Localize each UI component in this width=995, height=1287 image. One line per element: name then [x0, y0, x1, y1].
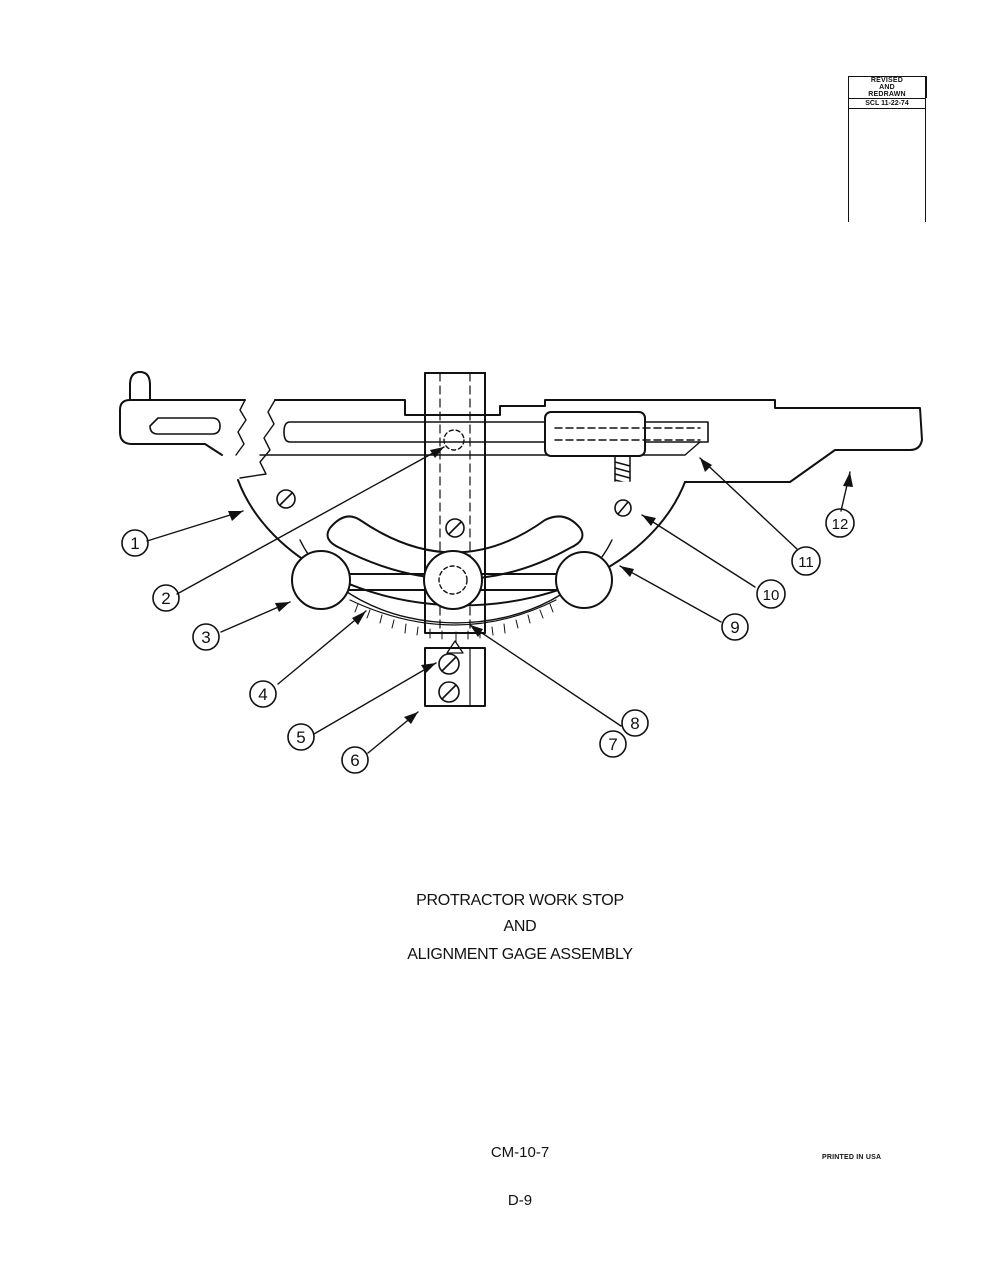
svg-text:4: 4: [258, 685, 267, 704]
callout-8: 8: [621, 709, 649, 737]
screws: [276, 489, 632, 703]
revision-block: REVISED AND REDRAWN SCL 11-22-74: [847, 76, 927, 222]
svg-text:8: 8: [630, 714, 639, 733]
figure-title-line-1: PROTRACTOR WORK STOP: [416, 892, 624, 909]
figure-title-line-2: AND: [503, 918, 537, 935]
callout-7: 7: [599, 730, 627, 758]
svg-text:11: 11: [798, 554, 814, 571]
callout-10: 10: [756, 579, 786, 609]
callout-4: 4: [249, 680, 277, 708]
svg-text:2: 2: [161, 589, 170, 608]
break-line-left: [235, 399, 247, 456]
callout-1: 1: [121, 529, 149, 557]
revision-line-2: AND: [879, 84, 895, 91]
center-hub: [423, 550, 483, 610]
break-line-right: [239, 399, 276, 479]
revision-header: REVISED AND REDRAWN: [847, 76, 927, 98]
fence-slot: [283, 421, 709, 443]
callout-2: 2: [152, 584, 180, 612]
clamp-block: [544, 411, 646, 457]
callout-12: 12: [825, 508, 855, 538]
svg-text:3: 3: [201, 628, 210, 647]
arrowheads: [228, 447, 853, 724]
knob-right: [555, 551, 613, 609]
svg-text:6: 6: [350, 751, 359, 770]
scale-ticks: [354, 603, 554, 643]
callout-11: 11: [791, 546, 821, 576]
page-number: D-9: [507, 1192, 533, 1209]
callout-5: 5: [287, 723, 315, 751]
knob-left: [291, 550, 351, 610]
svg-text:12: 12: [832, 516, 849, 533]
fence-bar: [274, 399, 923, 483]
pin-hole: [443, 429, 465, 451]
printed-in-usa: PRINTED IN USA: [822, 1154, 882, 1161]
revision-date: SCL 11-22-74: [849, 98, 925, 109]
svg-text:7: 7: [608, 735, 617, 754]
document-code: CM-10-7: [490, 1144, 550, 1161]
left-bar-end: [119, 399, 246, 456]
revision-line-3: REDRAWN: [868, 91, 906, 98]
hook-handle: [129, 371, 151, 401]
svg-text:1: 1: [130, 534, 139, 553]
callouts: 1 2 3 4 5 6 7 8 9 10 11 12: [121, 508, 855, 774]
callout-6: 6: [341, 746, 369, 774]
callout-9: 9: [721, 613, 749, 641]
svg-text:9: 9: [730, 618, 739, 637]
curved-slot: [326, 515, 584, 580]
callout-3: 3: [192, 623, 220, 651]
revision-line-1: REVISED: [870, 77, 904, 84]
index-pointer: [446, 640, 464, 654]
svg-text:10: 10: [763, 587, 780, 604]
svg-text:5: 5: [296, 728, 305, 747]
figure-title-line-3: ALIGNMENT GAGE ASSEMBLY: [407, 946, 633, 963]
